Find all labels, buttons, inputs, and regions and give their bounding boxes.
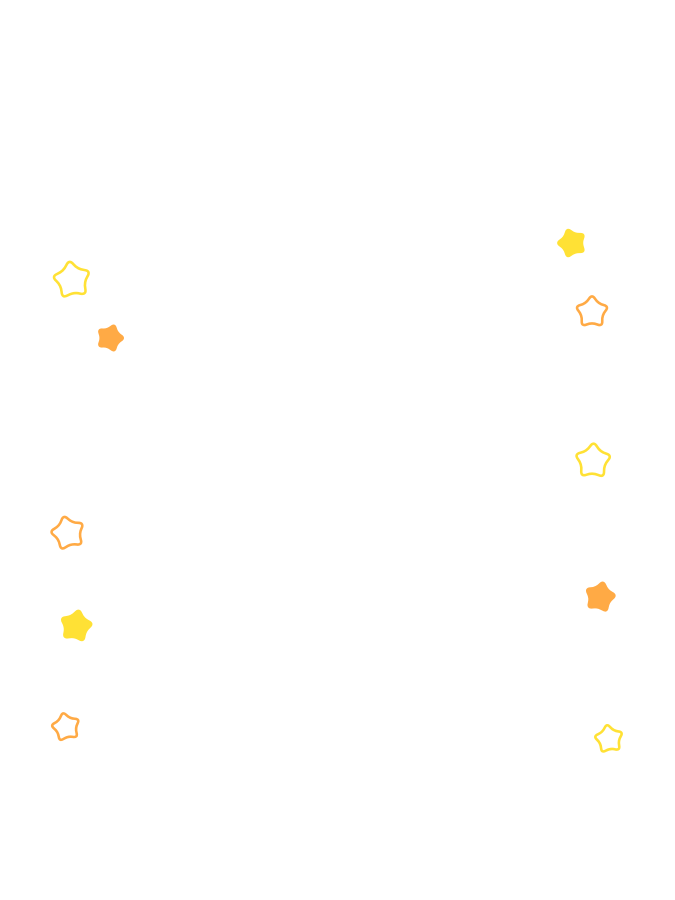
star-icon [594,723,623,753]
star-icon [60,609,93,642]
star-icon [557,228,585,258]
star-icon [98,324,124,352]
star-icon [50,712,80,742]
stars-layer [50,228,623,753]
star-icon [50,515,84,550]
star-icon [585,581,616,612]
star-icon [52,260,90,298]
star-icon [575,295,609,327]
star-icon [575,442,612,478]
